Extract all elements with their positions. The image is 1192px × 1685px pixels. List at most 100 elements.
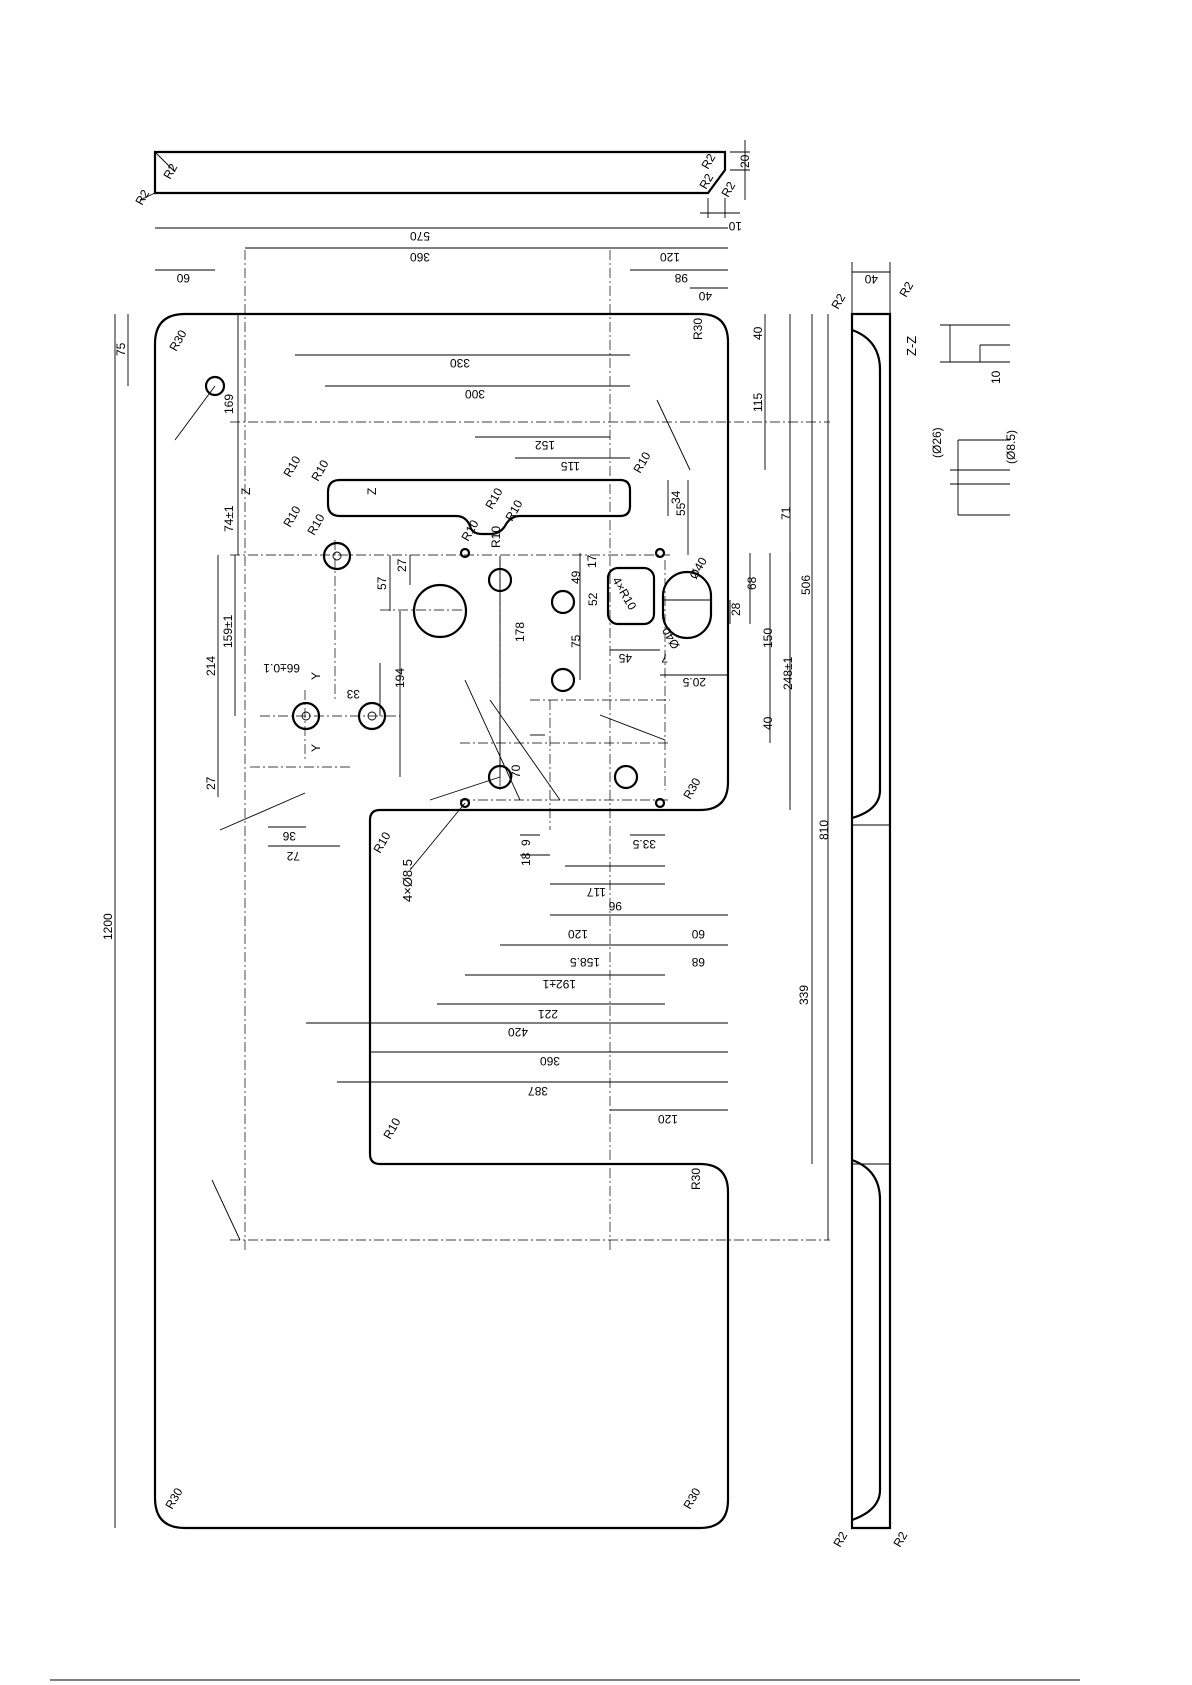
radius-r10-notch-a: R10 xyxy=(370,829,393,855)
dim-right-40b: 40 xyxy=(761,716,775,730)
dim-mid-72: 72 xyxy=(286,849,300,863)
dim-mid-178: 178 xyxy=(513,622,527,642)
dim-300: 300 xyxy=(465,387,485,401)
dim-right-115: 115 xyxy=(751,393,765,412)
dim-right-506: 506 xyxy=(799,575,813,595)
dim-mid-66: 66±0.1 xyxy=(263,661,300,675)
dim-40-top: 40 xyxy=(698,289,712,303)
dim-b-60: 60 xyxy=(691,927,705,941)
radius-r30-br: R30 xyxy=(680,1485,703,1511)
dim-left-159: 159±1 xyxy=(221,614,235,648)
dim-b-68: 68 xyxy=(691,955,705,969)
radius-r2-b: R2 xyxy=(132,187,152,208)
dim-mid-9: 9 xyxy=(519,839,533,846)
dim-right-339: 339 xyxy=(797,985,811,1005)
dim-mid-20-5: 20.5 xyxy=(682,675,706,689)
dim-98: 98 xyxy=(674,271,688,285)
diameter-d40-b: Ø40 xyxy=(659,625,683,652)
dim-left-1200: 1200 xyxy=(101,913,115,940)
dim-right-68: 68 xyxy=(745,576,759,590)
radius-r10-notch-b: R10 xyxy=(380,1115,403,1141)
radius-4r10: 4×R10 xyxy=(609,575,639,613)
dim-strip-20: 20 xyxy=(738,154,752,168)
radius-r2-g: R2 xyxy=(896,279,916,300)
dim-left-169: 169 xyxy=(222,394,236,414)
z-mark-b: Z xyxy=(365,488,379,495)
dim-mid-18: 18 xyxy=(519,852,533,866)
dim-mid-33-5: 33.5 xyxy=(632,837,656,851)
section-zz-label: Z-Z xyxy=(904,336,919,356)
dim-zz-10: 10 xyxy=(989,370,1003,384)
radius-r10-f: R10 xyxy=(502,497,525,523)
leader-lines xyxy=(174,385,691,1241)
dim-right-55: 55 xyxy=(674,502,688,516)
radius-r30-notch-b: R30 xyxy=(689,1168,703,1190)
dim-d8-5: (Ø8.5) xyxy=(1004,430,1018,464)
radius-r10-c: R10 xyxy=(280,503,303,529)
dimension-lines xyxy=(114,227,829,1528)
radius-r30-bl: R30 xyxy=(162,1485,185,1511)
diameter-d40-a: Ø40 xyxy=(686,555,710,582)
radius-r10-b: R10 xyxy=(308,457,331,483)
dim-right-248: 248±1 xyxy=(781,656,795,690)
dim-60-top: 60 xyxy=(176,271,190,285)
dim-mid-17: 17 xyxy=(585,554,599,568)
plate-outline xyxy=(153,312,730,1530)
dim-b-221: 221 xyxy=(538,1007,558,1021)
dim-right-150: 150 xyxy=(761,628,775,648)
dim-b-387: 387 xyxy=(528,1084,548,1098)
dim-152: 152 xyxy=(535,438,555,452)
dim-side-40: 40 xyxy=(864,272,878,286)
dim-120-top: 120 xyxy=(660,250,680,264)
dim-right-28: 28 xyxy=(729,602,743,616)
dim-mid-57: 57 xyxy=(375,576,389,590)
dim-b-96: 96 xyxy=(608,899,622,913)
dim-left-74: 74±1 xyxy=(222,505,236,532)
dim-115: 115 xyxy=(561,459,580,473)
z-mark-a: Z xyxy=(239,488,253,495)
dim-strip-10: 10 xyxy=(728,219,742,233)
side-view: 40 R2 R2 R2 R2 xyxy=(828,262,916,1550)
dim-mid-49: 49 xyxy=(569,570,583,584)
radius-r10-a: R10 xyxy=(280,453,303,479)
holes xyxy=(204,375,713,809)
dim-right-34: 34 xyxy=(669,490,683,504)
dim-330: 330 xyxy=(450,356,470,370)
radius-r2-d: R2 xyxy=(696,171,716,192)
dim-b-420: 420 xyxy=(508,1025,528,1039)
radius-r2-h: R2 xyxy=(830,1529,850,1550)
radius-r10-g: R10 xyxy=(458,517,481,543)
dim-mid-36: 36 xyxy=(282,829,296,843)
dimension-texts: 570 360 120 98 40 60 330 300 152 115 40 … xyxy=(101,229,831,1126)
long-slot xyxy=(326,478,632,536)
radius-r2-e: R2 xyxy=(718,179,738,200)
dim-b-192: 192±1 xyxy=(542,977,576,991)
dim-right-810: 810 xyxy=(817,820,831,840)
dim-d26: (Ø26) xyxy=(930,427,944,458)
holes-callout: 4×Ø8.5 xyxy=(400,859,415,902)
radius-r30-tl: R30 xyxy=(166,327,189,353)
radius-r10-e: R10 xyxy=(482,485,505,511)
radius-r10-i: R10 xyxy=(630,449,653,475)
radius-r30-notch-a: R30 xyxy=(680,775,703,801)
dim-mid-7: 7 xyxy=(661,651,668,665)
y-mark-b: Y xyxy=(309,744,323,752)
radius-r2-f: R2 xyxy=(828,291,848,312)
radius-r2-i: R2 xyxy=(890,1529,910,1550)
section-details: Z-Z 10 (Ø26) (Ø8.5) xyxy=(904,324,1018,516)
dim-mid-27: 27 xyxy=(395,558,409,572)
dim-b-117: 117 xyxy=(587,885,606,899)
radius-r10-d: R10 xyxy=(304,511,327,537)
dim-mid-52: 52 xyxy=(586,592,600,606)
dim-mid-45: 45 xyxy=(618,651,632,665)
dim-b-120b: 120 xyxy=(658,1112,678,1126)
radius-r2-c: R2 xyxy=(698,151,718,172)
misc-labels: 4×Ø8.5 Z Z Y Y xyxy=(239,488,415,902)
dim-left-27b: 27 xyxy=(204,776,218,790)
dim-b-158: 158.5 xyxy=(570,955,600,969)
dim-b-360: 360 xyxy=(540,1054,560,1068)
dim-b-120: 120 xyxy=(568,927,588,941)
radius-r30-tr: R30 xyxy=(691,318,705,340)
dim-mid-75: 75 xyxy=(569,634,583,648)
